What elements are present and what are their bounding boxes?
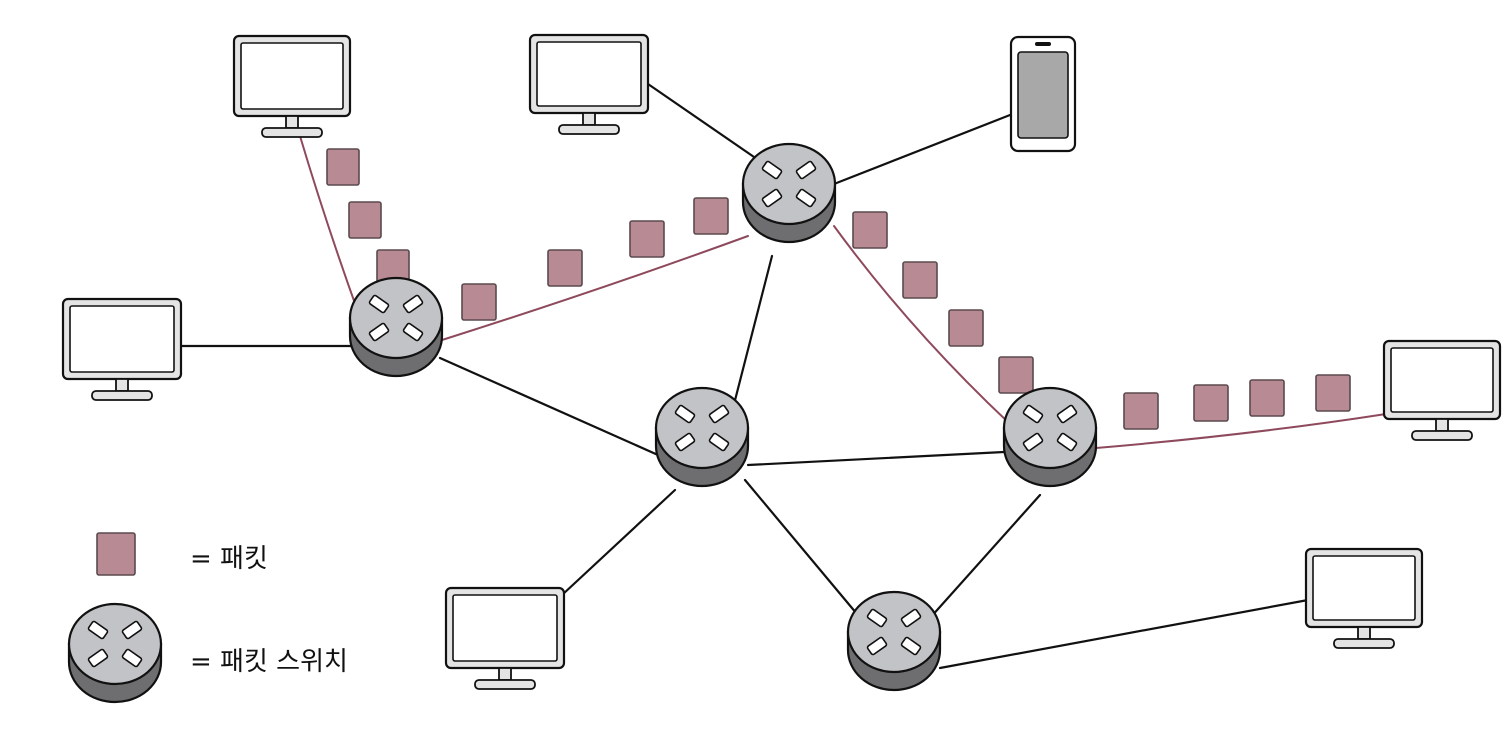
- packet: [1249, 379, 1285, 417]
- monitor-neck: [115, 378, 129, 392]
- route-switch-d-to-monitor-right: [1095, 413, 1387, 449]
- legend-packet-label: = 패킷: [190, 544, 268, 574]
- monitor-screen: [69, 305, 175, 373]
- switch-slot: [1056, 404, 1078, 424]
- switch-slot: [708, 404, 730, 424]
- switch-slot: [866, 636, 888, 656]
- switch-slot: [402, 294, 424, 314]
- link-monitor-top-center-switch-b: [646, 82, 772, 170]
- switch-top: [1002, 386, 1098, 470]
- switch-slot: [87, 620, 109, 640]
- route-switch-b-to-switch-d: [833, 225, 1011, 425]
- packet: [348, 201, 382, 239]
- packet: [461, 283, 497, 321]
- switch-top: [654, 386, 750, 470]
- monitor-base: [261, 127, 323, 138]
- packet: [1123, 392, 1159, 430]
- link-switch-c-switch-d: [746, 450, 1006, 467]
- phone-speaker: [1035, 42, 1051, 46]
- monitor-bottom-right: [1304, 547, 1424, 649]
- switch-top: [846, 590, 942, 674]
- packet: [1315, 374, 1351, 412]
- switch-slot: [368, 322, 390, 342]
- monitor-top-center: [528, 33, 650, 135]
- packet: [326, 148, 360, 186]
- monitor-screen: [536, 41, 642, 107]
- packet: [629, 220, 665, 258]
- packet: [547, 249, 583, 287]
- monitor-bottom-center: [444, 586, 566, 690]
- switch-slot: [1022, 432, 1044, 452]
- switch-slot: [1056, 432, 1078, 452]
- switch-slot: [674, 432, 696, 452]
- switch-slot: [368, 294, 390, 314]
- switch-slot: [900, 636, 922, 656]
- switch-slot: [866, 608, 888, 628]
- monitor-base: [558, 124, 620, 135]
- link-switch-c-monitor-bottom: [560, 488, 677, 597]
- monitor-screen: [240, 42, 344, 110]
- packet: [948, 309, 984, 347]
- switch-slot: [761, 160, 783, 180]
- packets: [326, 148, 1351, 430]
- phone-top-right: [1009, 35, 1077, 153]
- route-monitor-to-switch-a: [299, 135, 359, 313]
- switch-slot: [795, 188, 817, 208]
- link-switch-e-monitor-bottom-right: [938, 598, 1310, 670]
- monitor-neck: [1435, 418, 1449, 432]
- legend: [67, 532, 163, 704]
- link-switch-a-switch-c: [438, 356, 660, 457]
- packet-route: [299, 135, 1387, 449]
- switch-slot: [1022, 404, 1044, 424]
- monitor-screen: [1312, 555, 1416, 621]
- packet: [693, 197, 729, 235]
- switch-slot: [121, 648, 143, 668]
- monitor-base: [1411, 430, 1473, 441]
- monitor-neck: [582, 112, 596, 126]
- packet: [902, 261, 938, 299]
- switch-top: [741, 142, 837, 226]
- switch-slot: [708, 432, 730, 452]
- phone-screen: [1017, 51, 1069, 139]
- monitor-right: [1382, 339, 1502, 441]
- link-switch-d-switch-e: [928, 493, 1042, 620]
- switch-top: [348, 276, 444, 360]
- switch-slot: [795, 160, 817, 180]
- link-switch-c-switch-e: [743, 478, 864, 622]
- monitor-neck: [498, 667, 512, 681]
- monitor-neck: [1357, 626, 1371, 640]
- legend-switch-label: = 패킷 스위치: [190, 647, 348, 677]
- switch-top: [67, 602, 163, 686]
- packet: [1193, 384, 1229, 422]
- legend-packet-swatch: [96, 532, 136, 576]
- switch-b: [741, 142, 837, 244]
- network-links: [180, 82, 1310, 670]
- switch-d: [1002, 386, 1098, 488]
- packet: [852, 211, 888, 249]
- monitor-base: [91, 390, 153, 401]
- monitor-top-left: [232, 34, 352, 138]
- legend-switch-icon: [67, 602, 163, 704]
- switch-slot: [674, 404, 696, 424]
- switch-slot: [761, 188, 783, 208]
- monitor-base: [1333, 638, 1395, 649]
- switch-c: [654, 386, 750, 488]
- monitor-left: [61, 297, 183, 401]
- packet: [998, 356, 1034, 394]
- switch-slot: [402, 322, 424, 342]
- monitor-screen: [1390, 347, 1494, 413]
- link-switch-b-phone: [832, 113, 1012, 186]
- route-switch-a-to-switch-b: [441, 235, 749, 341]
- link-switch-b-switch-c: [730, 254, 774, 414]
- switch-a: [348, 276, 444, 378]
- switch-e: [846, 590, 942, 692]
- switch-slot: [900, 608, 922, 628]
- switch-slot: [87, 648, 109, 668]
- monitor-neck: [285, 115, 299, 129]
- switch-slot: [121, 620, 143, 640]
- monitor-base: [474, 679, 536, 690]
- monitor-screen: [452, 594, 558, 662]
